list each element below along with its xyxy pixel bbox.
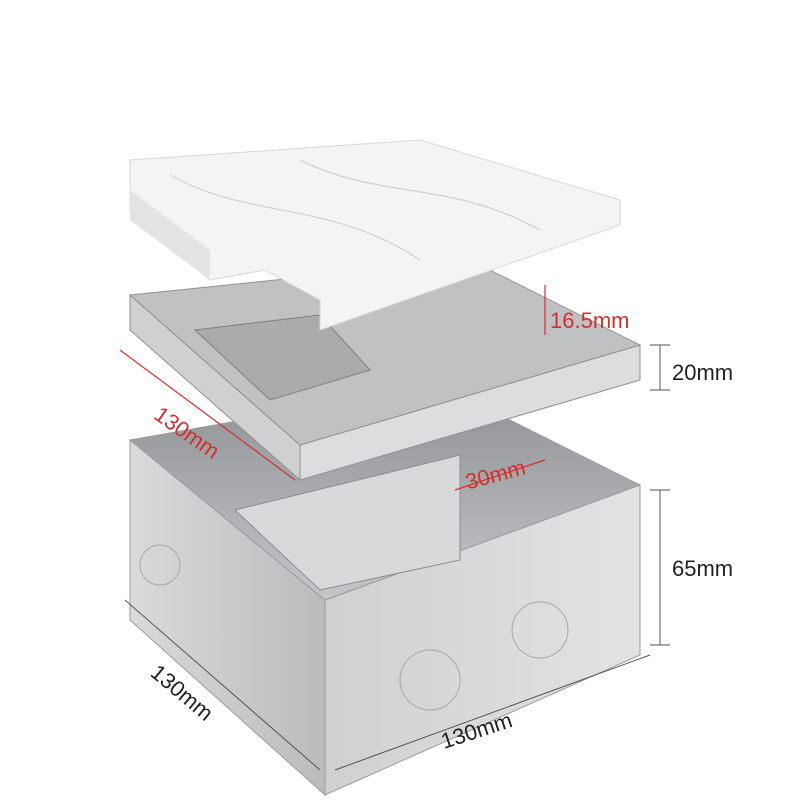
knockout-hole: [399, 649, 461, 711]
marble-cover: [129, 139, 621, 331]
dim-lid-height: 20mm: [672, 360, 734, 385]
dim-box-height: 65mm: [672, 556, 734, 581]
socket-panel: [233, 454, 461, 591]
knockout-hole: [139, 544, 181, 586]
dim-lid-recess-depth: 16.5mm: [550, 308, 630, 333]
lid-frame: [128, 259, 642, 482]
dimension-lines: [124, 344, 670, 771]
knockout-hole: [511, 601, 569, 659]
push-buttons: [193, 314, 371, 401]
accent-dimension-lines: [119, 285, 546, 491]
